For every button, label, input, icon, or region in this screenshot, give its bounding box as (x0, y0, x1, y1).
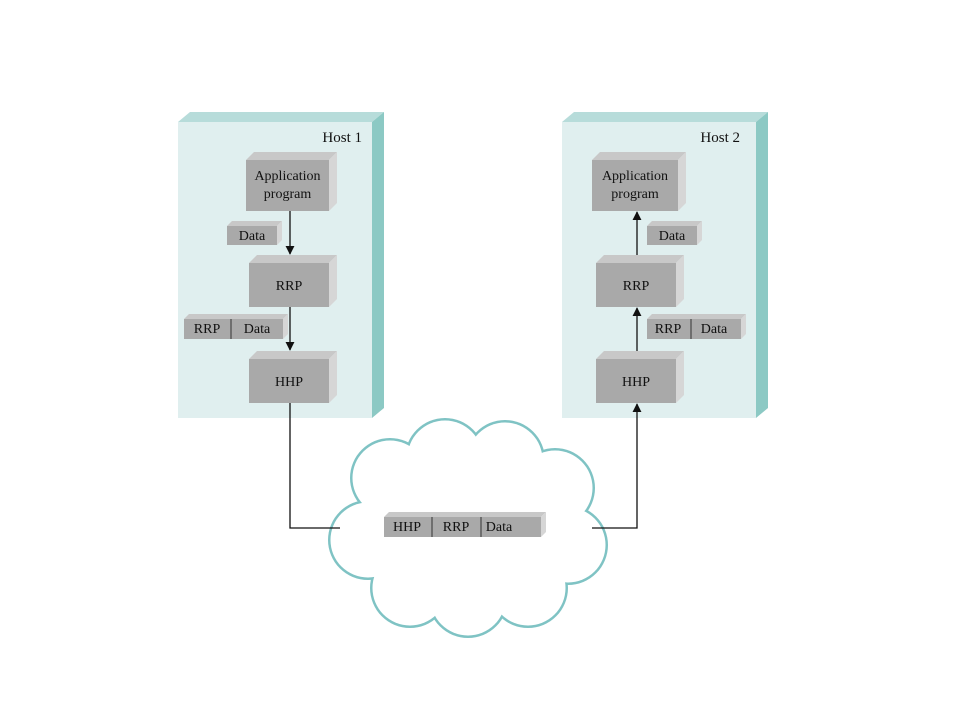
host-2-data-tag: Data (647, 221, 702, 245)
host-1-data-label: Data (239, 229, 266, 244)
host-2-rrp-box: RRP (596, 255, 684, 307)
link-network-to-host-2 (592, 403, 642, 529)
network-pdu-tag: HHP RRP Data (384, 512, 546, 537)
host-1-application-box: Application program (246, 152, 337, 211)
network-pdu-hhp: HHP (393, 520, 421, 535)
host-2-data-label: Data (659, 229, 686, 244)
host-1-pdu-data: Data (244, 322, 271, 337)
host-1-hhp-box: HHP (249, 351, 337, 403)
link-host-1-to-network (289, 403, 340, 529)
host-1-hhp-label: HHP (275, 375, 303, 390)
network-pdu-rrp: RRP (443, 520, 470, 535)
host-2-hhp-box: HHP (596, 351, 684, 403)
host-1-rrp-data-tag: RRP Data (184, 314, 288, 339)
host-2-title: Host 2 (700, 130, 740, 146)
host-1-app-label-line1: Application (254, 169, 320, 184)
host-2-hhp-label: HHP (622, 375, 650, 390)
host-2-pdu-data: Data (701, 322, 728, 337)
host-1-data-tag: Data (227, 221, 282, 245)
host-2-pdu-rrp: RRP (655, 322, 682, 337)
host-1-pdu-rrp: RRP (194, 322, 221, 337)
host-2-application-box: Application program (592, 152, 686, 211)
network-cloud (328, 418, 608, 638)
host-1-rrp-box: RRP (249, 255, 337, 307)
host-2-rrp-data-tag: RRP Data (647, 314, 746, 339)
host-1-rrp-label: RRP (276, 279, 303, 294)
host-2-app-label-line1: Application (602, 169, 668, 184)
host-1-title: Host 1 (322, 130, 362, 146)
host-2-app-label-line2: program (611, 187, 659, 202)
host-1-app-label-line2: program (264, 187, 312, 202)
host-2-rrp-label: RRP (623, 279, 650, 294)
network-pdu-data: Data (486, 520, 513, 535)
